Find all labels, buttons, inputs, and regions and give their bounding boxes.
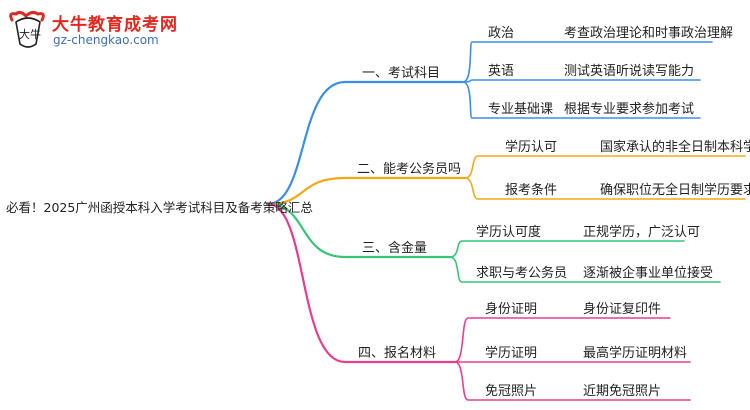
leaf-value: 最高学历证明材料	[583, 346, 688, 361]
leaf-key: 英语	[488, 64, 515, 79]
branch-label-4: 四、报名材料	[358, 346, 437, 361]
leaf-key: 身份证明	[485, 302, 538, 317]
leaf-key: 免冠照片	[485, 384, 538, 399]
leaf-edge-1-3	[462, 81, 701, 119]
leaf-value: 国家承认的非全日制本科学历	[600, 140, 750, 155]
leaf-key: 学历认可度	[476, 225, 542, 240]
root-node: 必看！2025广州函授本科入学考试科目及备考策略汇总	[6, 200, 313, 215]
leaf-value: 确保职位无全日制学历要求	[600, 183, 750, 198]
mascot-icon: 大牛	[9, 10, 45, 48]
leaf-value: 根据专业要求参加考试	[564, 102, 695, 117]
branch-label-1: 一、考试科目	[362, 66, 441, 81]
leaf-edge-4-3	[454, 361, 691, 401]
leaf-edge-2-2	[464, 177, 746, 200]
site-logo[interactable]: 大牛 大牛教育成考网 gz-chengkao.com	[6, 8, 196, 52]
leaf-key: 专业基础课	[488, 102, 554, 117]
logo-title: 大牛教育成考网	[52, 15, 178, 35]
leaf-edge-1-2	[462, 79, 701, 83]
leaf-value: 近期免冠照片	[583, 384, 662, 399]
branch-edge-1	[266, 80, 465, 206]
leaf-edge-4-1	[454, 317, 671, 363]
leaf-value: 正规学历，广泛认可	[583, 225, 701, 240]
leaf-value: 测试英语听说读写能力	[564, 64, 695, 79]
mascot-text: 大牛	[19, 27, 41, 41]
leaf-value: 身份证复印件	[583, 302, 662, 317]
leaf-value: 逐渐被企事业单位接受	[583, 266, 714, 281]
branch-edge-4	[266, 202, 457, 364]
leaf-key: 学历认可	[505, 140, 558, 155]
leaf-key: 政治	[488, 26, 515, 41]
branch-label-2: 二、能考公务员吗	[357, 162, 462, 177]
leaf-value: 考查政治理论和时事政治理解	[564, 26, 734, 41]
branch-label-3: 三、含金量	[362, 241, 428, 256]
leaf-edge-2-1	[464, 155, 746, 179]
logo-url: gz-chengkao.com	[53, 33, 159, 47]
branch-edge-2	[266, 176, 467, 206]
leaf-key: 求职与考公务员	[476, 266, 568, 281]
branch-edge-3	[266, 202, 452, 259]
leaf-key: 学历证明	[485, 346, 538, 361]
leaf-edge-3-2	[449, 256, 721, 283]
leaf-edge-1-1	[462, 41, 713, 83]
leaf-key: 报考条件	[505, 183, 558, 198]
leaf-edge-3-1	[449, 240, 685, 258]
